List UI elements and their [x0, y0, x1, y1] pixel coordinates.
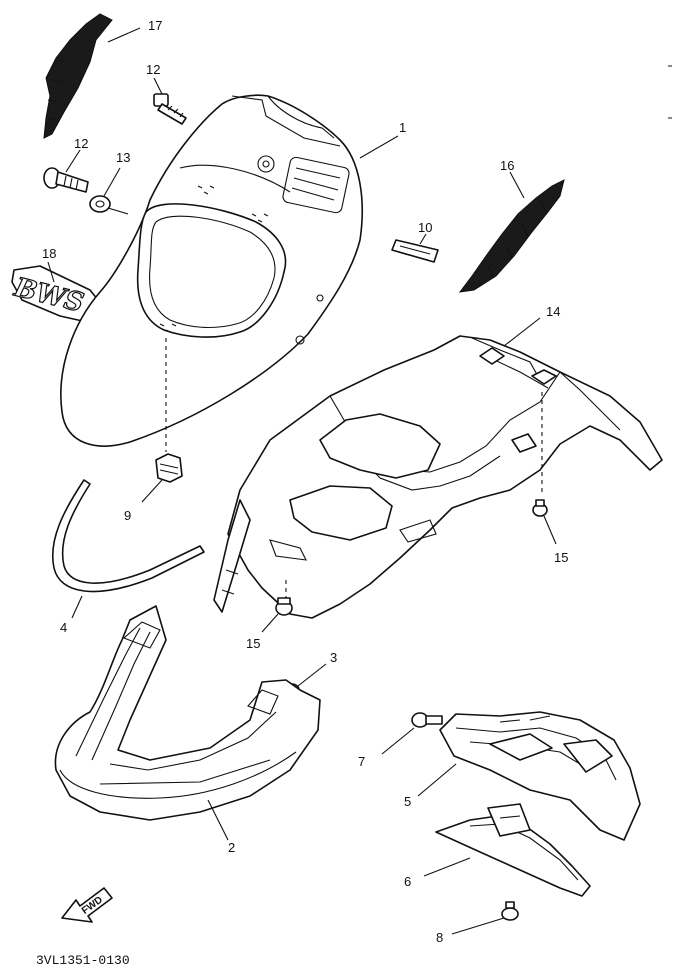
leader-12-left [65, 149, 81, 173]
leader-12-top [153, 77, 163, 95]
callout-19: 18 [42, 246, 56, 261]
callout-13: 13 [116, 150, 130, 165]
callout-17: 16 [500, 158, 514, 173]
nut-13 [89, 195, 129, 215]
callout-6: 6 [404, 874, 411, 889]
plate-6 [423, 803, 591, 897]
callout-15-visible: 15 [246, 636, 260, 651]
inner-panel-14 [213, 317, 663, 619]
callout-3: 3 [330, 650, 337, 665]
decal-18 [43, 13, 113, 139]
callout-10: 10 [418, 220, 432, 235]
leader-18 [107, 27, 141, 43]
callout-14: 14 [546, 304, 560, 319]
callout-2: 2 [228, 840, 235, 855]
bolt-12-top [153, 93, 187, 125]
leader-17 [509, 171, 525, 199]
fastener-15 [261, 597, 293, 633]
callout-12-left: 12 [74, 136, 88, 151]
bracket-5 [417, 711, 641, 841]
leader-13 [103, 167, 121, 197]
callout-4: 4 [60, 620, 67, 635]
diagram-code: 3VL1351-0130 [36, 953, 130, 968]
lower-cover-2 [54, 605, 321, 841]
callout-1: 1 [399, 120, 406, 135]
callout-9: 9 [124, 508, 131, 523]
callout-5: 5 [404, 794, 411, 809]
callout-8: 8 [436, 930, 443, 945]
trim-strip-4 [52, 479, 205, 619]
label-10 [391, 239, 439, 263]
callout-16: 15 [554, 550, 568, 565]
screw-8 [451, 901, 519, 935]
leader-19 [47, 261, 55, 283]
leader-10 [419, 233, 427, 245]
callout-18: 17 [148, 18, 162, 33]
fastener-16 [532, 499, 557, 545]
callout-7: 7 [358, 754, 365, 769]
grommet-9 [141, 338, 183, 503]
fwd-arrow: FWD [61, 887, 113, 923]
decal-17 [458, 179, 565, 293]
bolt-7 [381, 712, 443, 755]
bolt-12-left [43, 167, 89, 193]
front-cover-1 [60, 94, 399, 447]
callout-12-top: 12 [146, 62, 160, 77]
